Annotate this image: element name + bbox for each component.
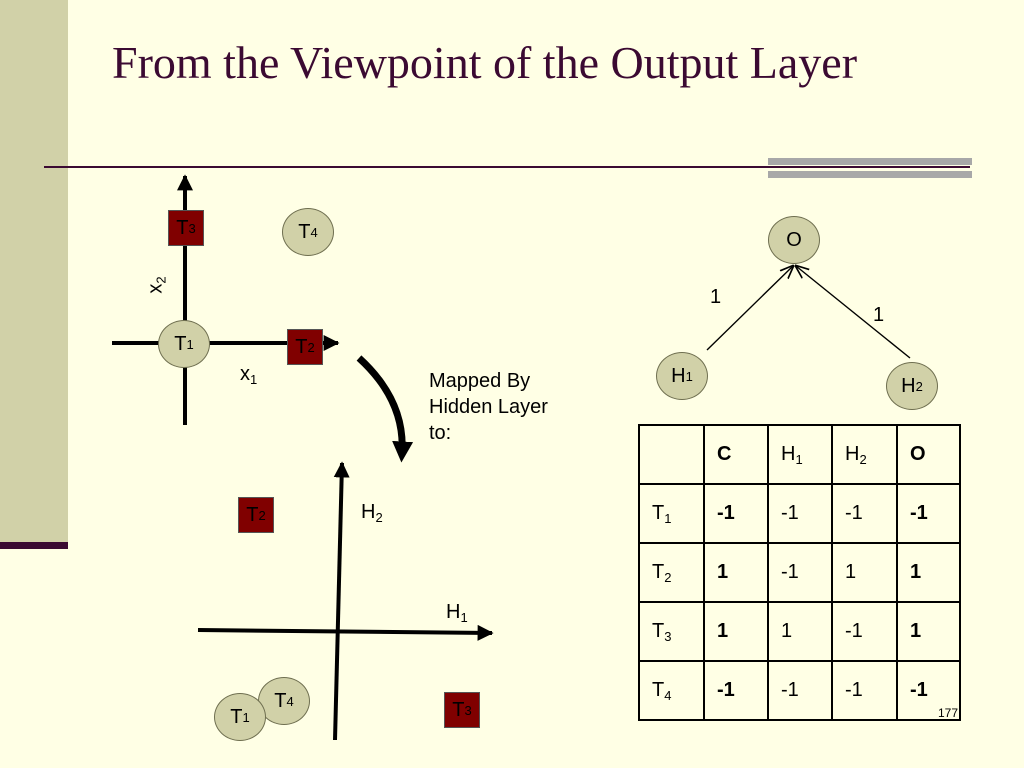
hidden-y-axis-label: H2 [361,501,383,525]
table-cell: 1 [767,601,833,662]
table-row: T4 -1 -1 -1 -1 [638,660,961,721]
weight-h1-label: 1 [710,286,722,308]
table-cell: -1 [767,542,833,603]
weight-h2-label: 1 [873,304,885,326]
table-header-row: C H1 H2 O [638,424,961,485]
table-cell: 1 [896,601,961,662]
output-node: O [768,216,820,264]
hidden-x-axis [197,624,494,641]
table-row-label: T1 [638,483,705,544]
table-cell: 1 [703,542,769,603]
table-cell: 1 [703,601,769,662]
hidden-y-axis [333,461,350,741]
table-header-cell: H2 [831,424,898,485]
table-cell: -1 [896,660,961,721]
table-cell: -1 [703,660,769,721]
table-cell: -1 [831,660,898,721]
mapped-by-note: Mapped By Hidden Layer to: [429,370,548,444]
accent-bar-top [768,158,972,165]
output-truth-table: C H1 H2 O T1 -1 -1 -1 -1 T2 1 -1 1 1 T3 … [638,424,961,721]
table-row: T2 1 -1 1 1 [638,542,961,603]
table-row: T3 1 1 -1 1 [638,601,961,662]
slide-title: From the Viewpoint of the Output Layer [112,37,858,88]
table-row-label: T3 [638,601,705,662]
input-y-axis-label: x2 [144,276,169,294]
table-cell: -1 [767,483,833,544]
table-cell: -1 [831,601,898,662]
table-cell: -1 [896,483,961,544]
table-row-label: T2 [638,542,705,603]
edge-h2-o [796,266,911,359]
edge-h1-o [706,266,793,351]
title-rule [44,166,970,168]
page-number: 177 [938,706,959,720]
table-cell: 1 [896,542,961,603]
table-cell: -1 [767,660,833,721]
hidden-x-axis-label: H1 [446,601,468,625]
table-header-cell [638,424,705,485]
table-header-cell: C [703,424,769,485]
table-header-cell: H1 [767,424,833,485]
accent-bar-bottom [768,171,972,178]
sidebar-accent-line [0,542,68,549]
table-row: T1 -1 -1 -1 -1 [638,483,961,544]
mapping-arrow [356,355,414,463]
input-x-axis-label: x1 [240,363,258,387]
table-cell: 1 [831,542,898,603]
table-cell: -1 [703,483,769,544]
table-header-cell: O [896,424,961,485]
table-row-label: T4 [638,660,705,721]
table-cell: -1 [831,483,898,544]
sidebar-band [0,0,68,545]
